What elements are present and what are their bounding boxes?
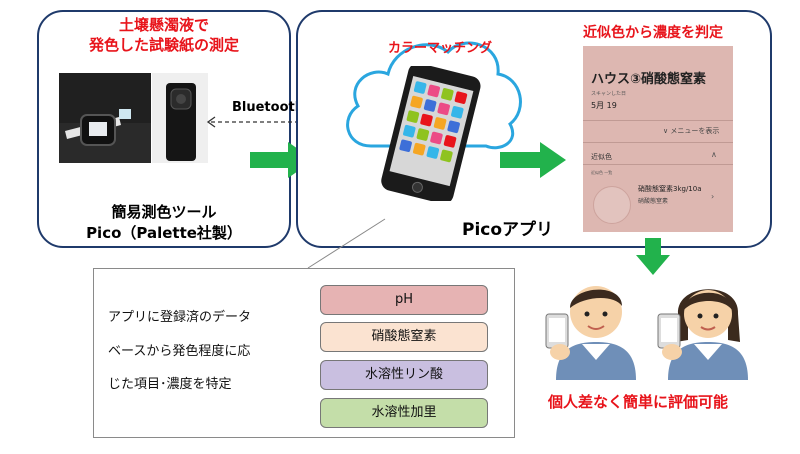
flow-arrow-1-shaft — [250, 152, 290, 168]
bottom-conclusion-label: 個人差なく簡単に評価可能 — [548, 393, 729, 411]
app-screenshot: ハウス③硝酸態窒素 スキャンした日 5月 19 ∨ メニューを表示 近似色 ∧ … — [583, 46, 733, 232]
app-label: Picoアプリ — [462, 220, 554, 240]
flow-arrow-3-shaft — [645, 238, 661, 256]
menu-toggle[interactable]: ∨ メニューを表示 — [663, 126, 719, 136]
color-swatch — [593, 186, 631, 224]
tool-name-line1: 簡易測色ツール — [111, 203, 217, 221]
chevron-right-icon[interactable]: › — [711, 192, 715, 201]
info-text-line1: アプリに登録済のデータ — [108, 310, 252, 325]
scan-date-label: スキャンした日 — [591, 91, 627, 97]
callout-line — [307, 218, 386, 269]
tool-panel-title-line2: 発色した試験紙の測定 — [88, 36, 239, 54]
info-text-line2: ベースから発色程度に応 — [108, 344, 251, 359]
device-photo-2 — [152, 73, 208, 163]
info-text-line3: じた項目･濃度を特定 — [108, 377, 232, 392]
app-title: ハウス③硝酸態窒素 — [591, 72, 707, 87]
tool-panel-title-line1: 土壌懸濁液で — [118, 16, 209, 34]
smartphone-icon — [381, 66, 481, 201]
flow-arrow-2-shaft — [500, 152, 542, 168]
man-with-phone-illustration — [545, 286, 636, 380]
chevron-up-icon[interactable]: ∧ — [711, 150, 717, 159]
cloud-label: カラーマッチング — [388, 41, 493, 56]
screen-label: 近似色から濃度を判定 — [583, 25, 723, 41]
item-ph: pH — [320, 285, 488, 315]
result-item: 硝酸態窒素 — [638, 198, 669, 205]
item-nitrate-nitrogen: 硝酸態窒素 — [320, 322, 488, 352]
menu-label: メニューを表示 — [670, 127, 720, 135]
device-photo-1 — [59, 73, 151, 163]
woman-with-phone-illustration — [657, 289, 748, 380]
similar-color-header: 近似色 — [591, 153, 612, 161]
flow-arrow-3-head — [636, 255, 670, 275]
similar-list-label: 近似色 一覧 — [591, 170, 613, 175]
chevron-down-icon: ∨ — [663, 127, 671, 135]
item-soluble-potassium: 水溶性加里 — [320, 398, 488, 428]
item-soluble-phosphate: 水溶性リン酸 — [320, 360, 488, 390]
flow-arrow-2-head — [540, 142, 566, 178]
tool-name-line2: Pico（Palette社製） — [86, 224, 242, 242]
result-value: 硝酸態窒素3kg/10a — [638, 185, 702, 193]
scan-date: 5月 19 — [591, 101, 617, 110]
